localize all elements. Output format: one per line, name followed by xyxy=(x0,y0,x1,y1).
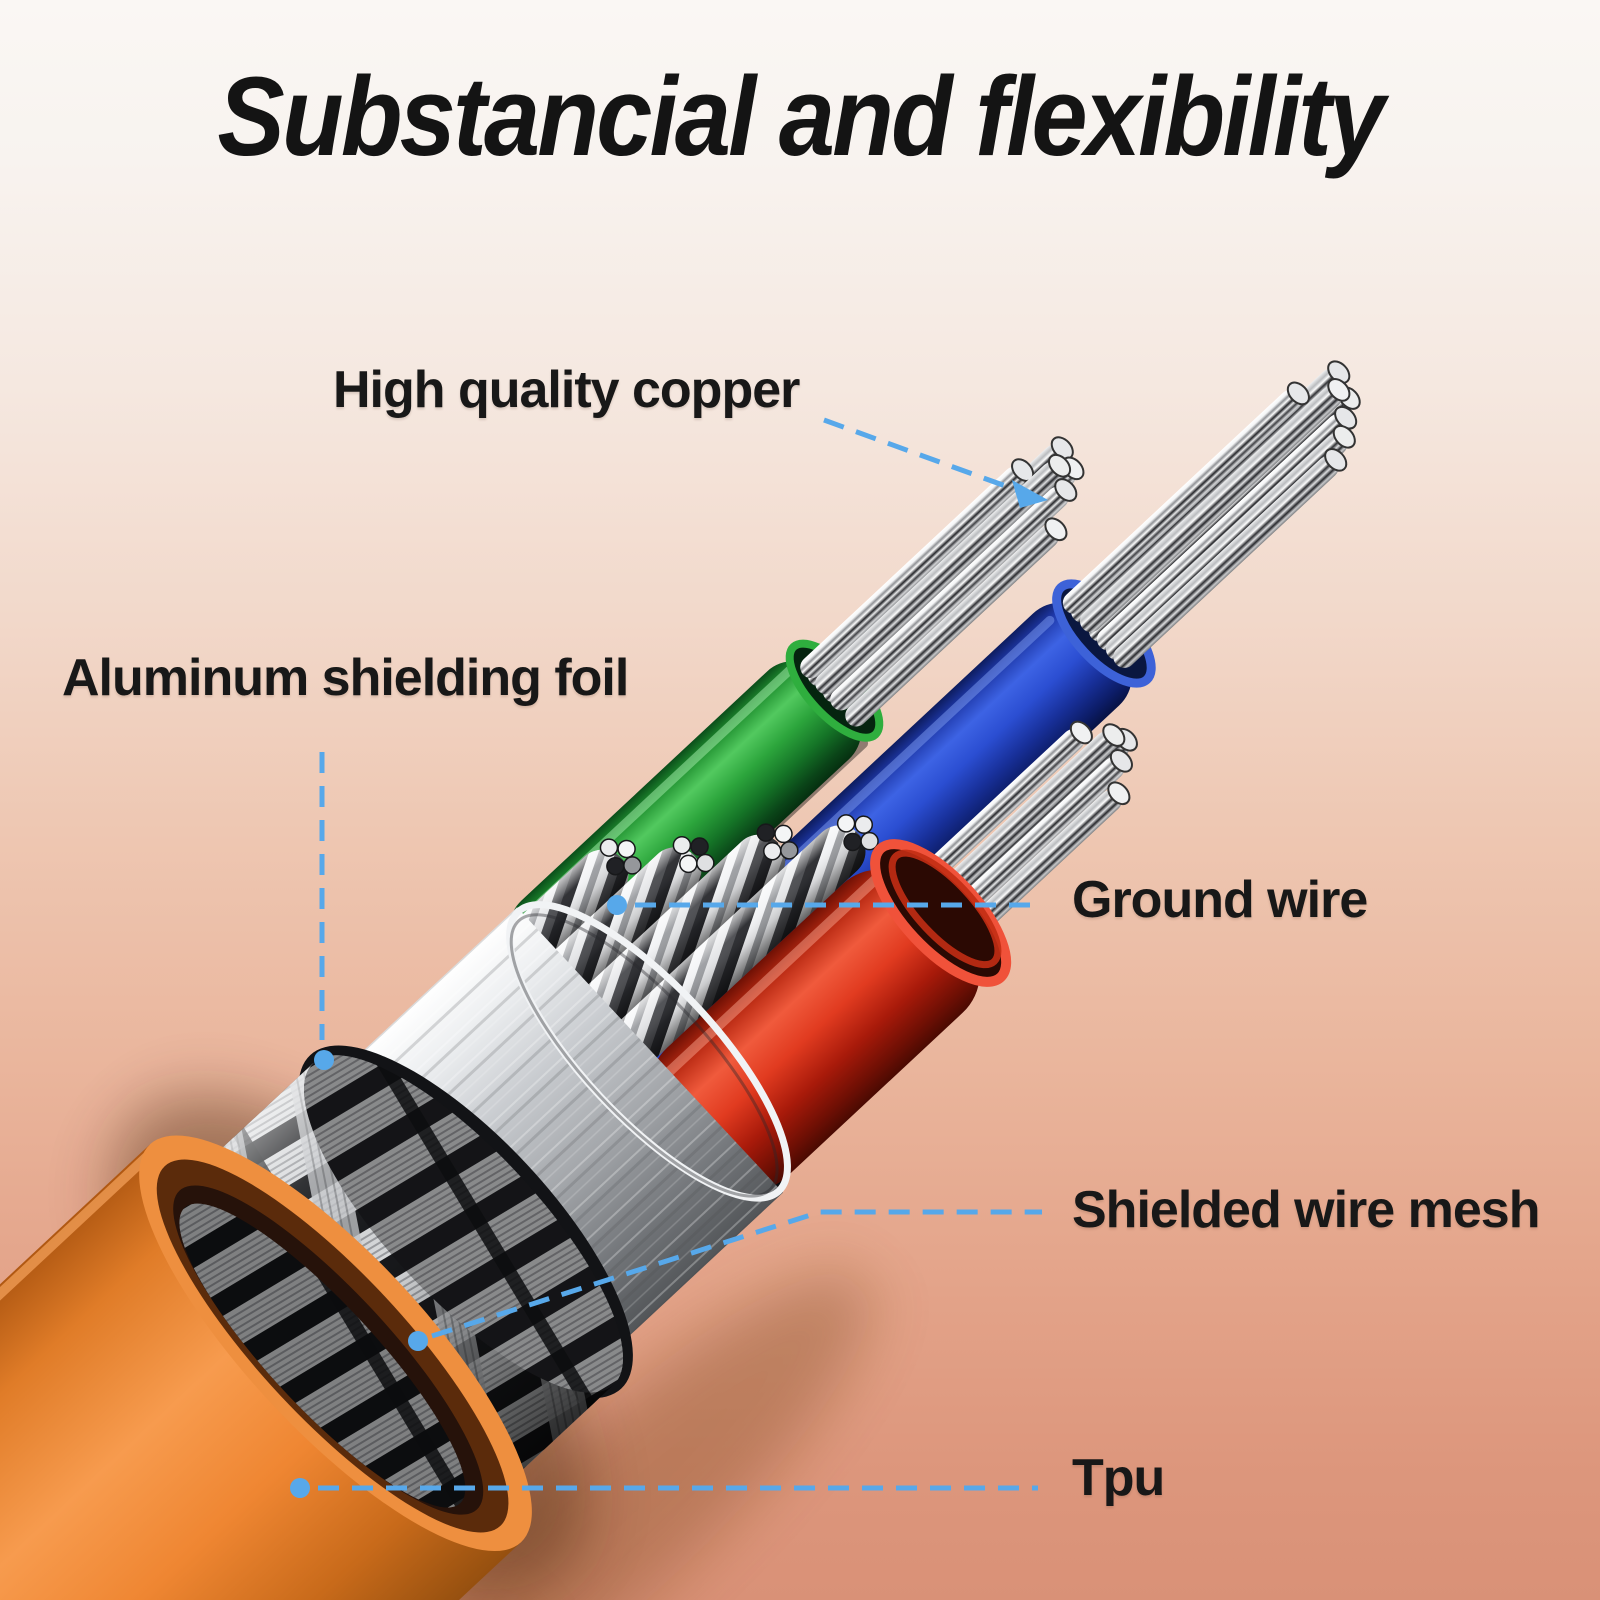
page-title: Substancial and flexibility xyxy=(217,54,1385,179)
label-shielded-wire-mesh: Shielded wire mesh xyxy=(1072,1181,1540,1239)
leader-mesh xyxy=(431,1209,1042,1339)
dot-foil xyxy=(314,1050,334,1070)
dot-mesh xyxy=(408,1331,428,1351)
leader-copper xyxy=(823,417,1023,495)
label-ground-wire: Ground wire xyxy=(1072,871,1368,929)
arrow-copper xyxy=(1012,480,1048,508)
label-aluminum-shielding-foil: Aluminum shielding foil xyxy=(62,649,629,707)
aluminum-foil-layer xyxy=(288,901,791,1406)
copper-strands-green xyxy=(800,436,1085,727)
leader-markers xyxy=(290,480,1048,1498)
leader-lines xyxy=(318,417,1042,1491)
dot-tpu xyxy=(290,1478,310,1498)
copper-strands-blue xyxy=(1062,360,1361,668)
label-tpu: Tpu xyxy=(1072,1449,1165,1507)
dot-ground xyxy=(607,895,627,915)
label-high-quality-copper: High quality copper xyxy=(333,361,800,419)
tpu-jacket xyxy=(0,1135,532,1600)
copper-strands-red xyxy=(905,720,1138,949)
red-wire xyxy=(649,839,1012,1191)
